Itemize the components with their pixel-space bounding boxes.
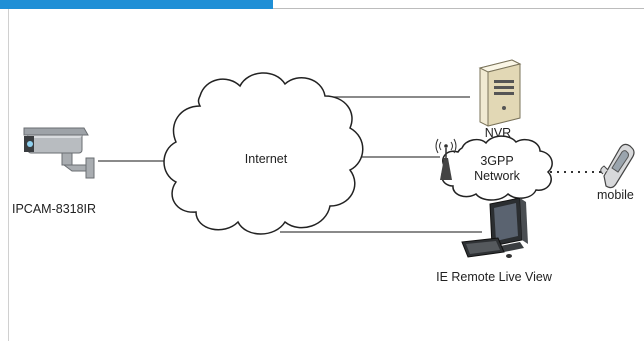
network-label-line1: 3GPP bbox=[480, 154, 514, 168]
server-icon bbox=[478, 59, 522, 127]
ip-camera-icon bbox=[23, 127, 95, 179]
header-divider bbox=[273, 8, 644, 9]
left-border bbox=[8, 9, 9, 341]
internet-label: Internet bbox=[244, 152, 288, 166]
antenna-icon bbox=[435, 138, 457, 180]
mobile-phone-icon bbox=[600, 143, 635, 189]
cloud-icon bbox=[163, 72, 364, 235]
header-accent-bar bbox=[0, 0, 273, 9]
mobile-label: mobile bbox=[597, 188, 634, 202]
network-label-line2: Network bbox=[474, 169, 520, 183]
live-view-label: IE Remote Live View bbox=[436, 270, 552, 284]
nvr-label: NVR bbox=[484, 126, 512, 140]
monitor-icon bbox=[461, 197, 528, 258]
camera-label: IPCAM-8318IR bbox=[12, 202, 97, 216]
